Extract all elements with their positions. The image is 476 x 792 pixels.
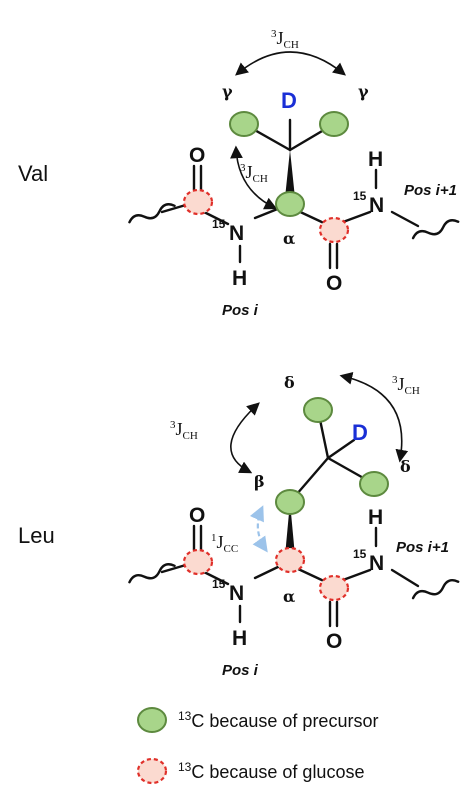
leu-c-left-glucose-atom xyxy=(182,548,214,576)
val-alpha-label: α xyxy=(283,229,295,248)
val-bond-n-wavy xyxy=(390,210,420,228)
leu-ca-glucose-atom xyxy=(274,546,306,574)
val-c-left-glucose-atom xyxy=(182,188,214,216)
leu-delta-top-label: δ xyxy=(284,373,295,392)
val-o-left: O xyxy=(189,144,205,167)
val-gamma-right-label: γ xyxy=(358,82,369,101)
val-3jch-mid-label: 3JCH xyxy=(240,162,268,185)
val-gamma-left-label: γ xyxy=(222,82,233,101)
leu-3jch-left-label: 3JCH xyxy=(170,419,198,442)
legend-glucose-text: 13C because of glucose xyxy=(178,760,364,782)
leu-n15-left-sup: 15 xyxy=(212,577,226,591)
val-wedge-ca-cb xyxy=(285,150,295,198)
leu-o-left: O xyxy=(189,504,205,527)
legend-precursor-text: 13C because of precursor xyxy=(178,709,378,731)
leu-h-right: H xyxy=(368,506,383,529)
leu-cd1-precursor-atom xyxy=(303,397,333,423)
val-pos-i-label: Pos i xyxy=(222,302,259,319)
val-deuterium: D xyxy=(281,88,297,113)
val-bond-c-n-right xyxy=(341,210,372,224)
leu-3jch-left-arrow xyxy=(230,402,260,474)
valine-structure: Val 3JCH γ γ D 3JCH xyxy=(18,28,460,319)
val-c-right-glucose-atom xyxy=(318,216,350,244)
leu-o-right: O xyxy=(326,630,342,653)
val-n15-right-sup: 15 xyxy=(353,189,367,203)
val-wavy-right xyxy=(411,219,460,240)
legend-precursor-swatch xyxy=(137,707,167,733)
leu-cd2-precursor-atom xyxy=(359,471,389,497)
val-wavy-left xyxy=(128,203,176,224)
leu-pos-i1-label: Pos i+1 xyxy=(396,539,449,556)
val-3jch-top-arrow xyxy=(235,51,346,76)
val-pos-i1-label: Pos i+1 xyxy=(404,182,457,199)
leu-c-right-glucose-atom xyxy=(318,574,350,602)
leu-bond-cg-d xyxy=(326,438,356,460)
val-o-right: O xyxy=(326,272,342,295)
leu-bond-n-ca xyxy=(253,564,282,580)
val-n15-left-sup: 15 xyxy=(212,217,226,231)
leu-wedge-ca-cb xyxy=(285,502,295,556)
val-cg2-precursor-atom xyxy=(319,111,349,137)
val-n-right: N xyxy=(369,194,384,217)
val-n-left: N xyxy=(229,222,244,245)
legend: 13C because of precursor 13C because of … xyxy=(136,707,378,785)
val-cb-precursor-atom xyxy=(275,191,305,217)
leu-1jcc-arrow xyxy=(249,505,268,553)
leu-3jch-right-arrow xyxy=(339,372,409,463)
leu-cb-precursor-atom xyxy=(275,489,305,515)
leu-alpha-label: α xyxy=(283,587,295,606)
leu-n15-right-sup: 15 xyxy=(353,547,367,561)
leu-bond-n-wavy xyxy=(390,568,420,588)
leu-deuterium: D xyxy=(352,420,368,445)
legend-glucose-swatch xyxy=(136,757,168,785)
leu-n-left: N xyxy=(229,582,244,605)
residue-label-leu: Leu xyxy=(18,523,55,548)
val-bond-n-ca xyxy=(253,206,282,220)
leu-wavy-right xyxy=(411,579,460,600)
residue-label-val: Val xyxy=(18,161,48,186)
leu-wavy-left xyxy=(128,563,176,584)
val-3jch-top-label: 3JCH xyxy=(271,28,299,51)
val-3jch-mid-arrow xyxy=(230,145,278,210)
leu-pos-i-label: Pos i xyxy=(222,662,259,679)
leu-beta-label: β xyxy=(254,472,265,491)
leu-h-left: H xyxy=(232,627,247,650)
leucine-structure: Leu δ δ β 3JCH 3JCH D 1JCC xyxy=(18,372,460,679)
val-cg1-precursor-atom xyxy=(229,111,259,137)
leu-1jcc-label: 1JCC xyxy=(211,532,238,555)
val-h-right: H xyxy=(368,148,383,171)
leu-bond-ca-c xyxy=(294,566,328,584)
leu-3jch-right-label: 3JCH xyxy=(392,374,420,397)
leu-delta-right-label: δ xyxy=(400,457,411,476)
val-h-left: H xyxy=(232,267,247,290)
leu-n-right: N xyxy=(369,552,384,575)
leu-bond-c-n-right xyxy=(341,568,372,582)
